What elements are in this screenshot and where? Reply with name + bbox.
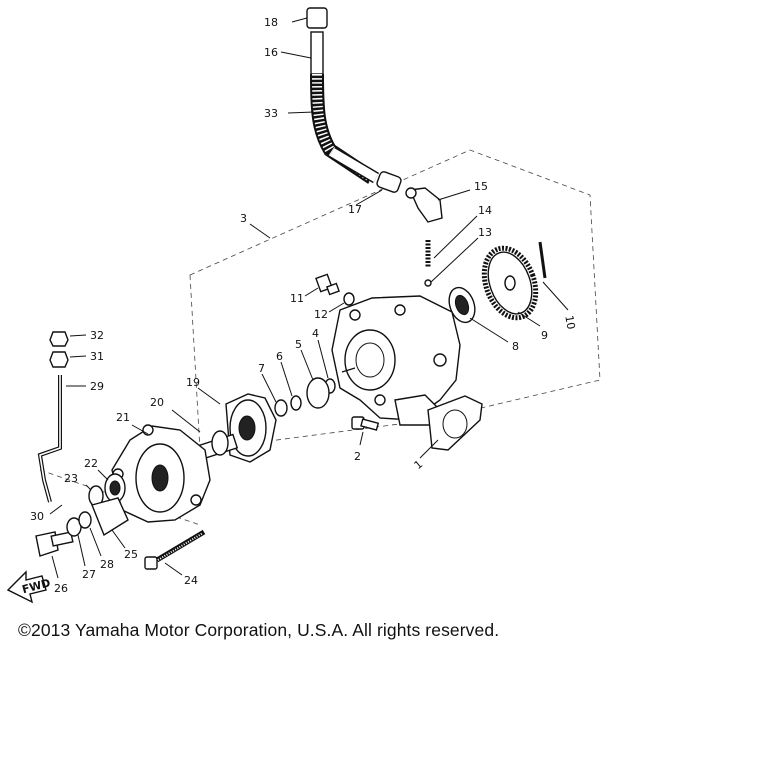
part-13-ball bbox=[424, 237, 479, 287]
callout-6: 6 bbox=[276, 350, 283, 363]
callout-2: 2 bbox=[354, 450, 361, 463]
part-16-pipe bbox=[280, 31, 324, 75]
part-30-rod-end bbox=[49, 504, 63, 515]
part-26-bolt bbox=[35, 531, 74, 579]
callout-14: 14 bbox=[478, 204, 492, 217]
part-29-rod bbox=[37, 375, 86, 503]
part-28-washer bbox=[78, 511, 102, 557]
part-25-cover-plate bbox=[91, 497, 129, 549]
callout-15: 15 bbox=[474, 180, 488, 193]
part-5-plate bbox=[300, 349, 330, 409]
part-1-gasket bbox=[419, 395, 483, 459]
callout-25: 25 bbox=[124, 548, 138, 561]
forward-arrow-icon: FWD bbox=[6, 570, 52, 604]
callout-10: 10 bbox=[562, 314, 577, 330]
part-11-banjo-bolt bbox=[304, 273, 340, 297]
part-14-spring bbox=[425, 215, 478, 268]
part-20-gear-shaft bbox=[171, 409, 239, 461]
callout-33: 33 bbox=[264, 107, 278, 120]
part-17-joint bbox=[355, 171, 402, 206]
part-19-coupling bbox=[197, 387, 277, 463]
part-31-nut bbox=[49, 351, 87, 368]
part-12-washer bbox=[328, 292, 355, 313]
callout-3: 3 bbox=[240, 212, 247, 225]
part-7-collar bbox=[261, 373, 288, 417]
callout-9: 9 bbox=[541, 329, 548, 342]
callout-labels: 18 16 33 3 17 15 14 13 11 12 10 9 8 32 3… bbox=[30, 16, 578, 595]
callout-29: 29 bbox=[90, 380, 104, 393]
callout-13: 13 bbox=[478, 226, 492, 239]
part-2-screw bbox=[351, 416, 380, 446]
callout-32: 32 bbox=[90, 329, 104, 342]
part-3-leader bbox=[249, 223, 271, 239]
copyright-notice: ©2013 Yamaha Motor Corporation, U.S.A. A… bbox=[18, 620, 500, 640]
part-8-oil-seal bbox=[448, 286, 509, 343]
callout-31: 31 bbox=[90, 350, 104, 363]
callout-20: 20 bbox=[150, 396, 164, 409]
callout-8: 8 bbox=[512, 340, 519, 353]
part-18-cap bbox=[291, 7, 328, 29]
callout-4: 4 bbox=[312, 327, 319, 340]
callout-12: 12 bbox=[314, 308, 328, 321]
callout-17: 17 bbox=[348, 203, 362, 216]
callout-21: 21 bbox=[116, 411, 130, 424]
part-33-hose-spring bbox=[287, 73, 380, 184]
callout-28: 28 bbox=[100, 558, 114, 571]
callout-19: 19 bbox=[186, 376, 200, 389]
callout-24: 24 bbox=[184, 574, 198, 587]
part-32-cap-nut bbox=[49, 331, 87, 347]
callout-11: 11 bbox=[290, 292, 304, 305]
callout-27: 27 bbox=[82, 568, 96, 581]
oil-pump-body bbox=[331, 295, 461, 426]
part-10-pin bbox=[538, 241, 569, 311]
part-24-long-bolt bbox=[144, 529, 206, 576]
part-15-elbow-fitting bbox=[405, 187, 471, 223]
callout-26: 26 bbox=[54, 582, 68, 595]
callout-23: 23 bbox=[64, 472, 78, 485]
callout-16: 16 bbox=[264, 46, 278, 59]
callout-7: 7 bbox=[258, 362, 265, 375]
part-27-lock-washer bbox=[66, 517, 86, 567]
part-9-drive-gear bbox=[481, 245, 541, 327]
callout-1: 1 bbox=[412, 458, 426, 472]
callout-22: 22 bbox=[84, 457, 98, 470]
part-21-gear-housing bbox=[111, 424, 211, 523]
callout-18: 18 bbox=[264, 16, 278, 29]
part-6-washer bbox=[280, 361, 302, 411]
callout-30: 30 bbox=[30, 510, 44, 523]
callout-5: 5 bbox=[295, 338, 302, 351]
